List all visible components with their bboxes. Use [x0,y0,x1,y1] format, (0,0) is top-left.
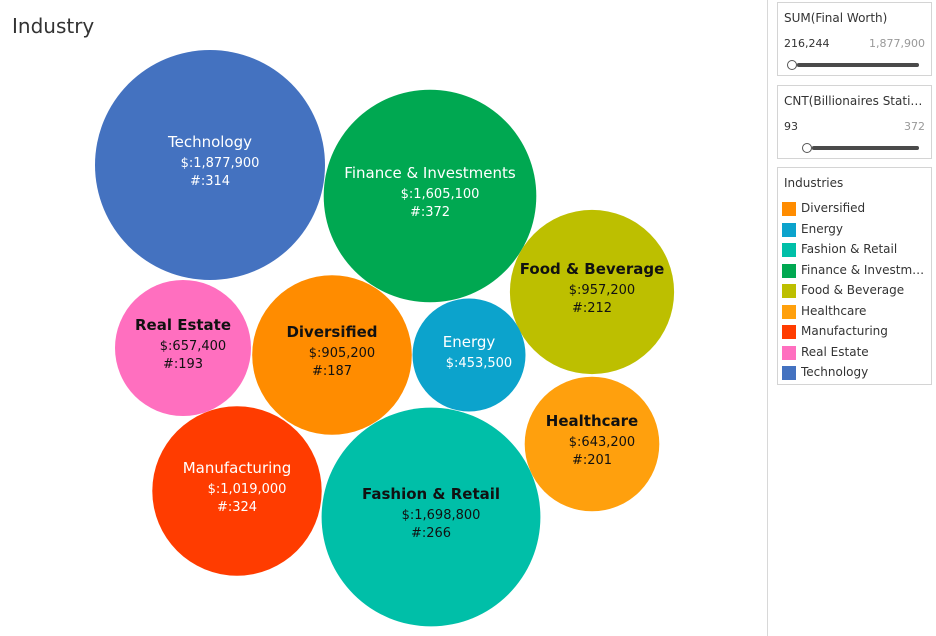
bubble-circle[interactable] [412,298,526,412]
bubble-value-label: $:1,019,000 [208,482,287,497]
bubble-label: Fashion & Retail [362,485,500,503]
bubble-value-label: $:1,877,900 [181,156,260,171]
legend-label: Energy [801,221,844,236]
bubble-circle[interactable] [509,209,675,375]
legend-swatch [782,263,796,278]
bubble-label: Real Estate [135,316,231,334]
bubble-circle[interactable] [321,407,541,627]
final-worth-slider[interactable] [787,60,919,70]
chart-panel: Industry Technology $:1,877,900 #:314 Finan… [0,0,768,636]
count-slider-range [812,146,919,150]
final-worth-min: 216,244 [784,37,830,50]
final-worth-filter-title: SUM(Final Worth) [784,11,888,25]
legend-swatch [782,222,796,237]
bubble-count-label: #:212 [572,301,612,316]
bubble-count-label: #:314 [190,174,230,189]
bubble-label: Energy [443,333,496,351]
bubble-label: Finance & Investments [344,164,516,182]
legend-swatch [782,202,796,216]
count-min: 93 [784,120,798,133]
bubble[interactable]: Energy $:453,500 [412,298,526,412]
bubble-circle[interactable] [95,50,325,280]
count-slider-handle[interactable] [802,143,812,153]
legend-item[interactable]: Finance & Investmen.. [778,262,931,283]
bubble-value-label: $:657,400 [160,339,226,354]
legend-label: Fashion & Retail [801,242,898,256]
count-filter: CNT(Billionaires Statist... 93 372 [777,85,932,159]
final-worth-max: 1,877,900 [869,37,925,50]
legend-item[interactable]: Energy [778,221,931,242]
legend-item[interactable]: Manufacturing [778,323,931,344]
bubble[interactable]: Healthcare $:643,200 #:201 [524,376,660,512]
legend-item[interactable]: Technology [778,364,931,385]
legend-swatch [782,304,796,319]
bubble-count-label: #:324 [217,500,257,515]
bubble-circle[interactable] [524,376,660,512]
bubble-circle[interactable] [152,406,322,576]
legend-item[interactable]: Fashion & Retail [778,241,931,262]
bubble-count-label: #:187 [312,364,352,379]
bubble-label: Food & Beverage [520,260,665,278]
legend-item[interactable]: Healthcare [778,303,931,324]
chart-title: Industry [12,14,95,38]
legend-swatch [782,284,796,298]
bubble[interactable]: Fashion & Retail $:1,698,800 #:266 [321,407,541,627]
final-worth-slider-handle[interactable] [787,60,797,70]
legend-label: Technology [801,365,869,379]
bubble-circle[interactable] [323,89,537,303]
bubble-label: Healthcare [546,412,638,430]
bubble-label: Technology [167,133,252,151]
count-slider[interactable] [802,143,919,153]
bubble[interactable]: Technology $:1,877,900 #:314 [95,50,325,280]
final-worth-slider-range [797,63,919,67]
legend-swatch [782,325,796,339]
bubble[interactable]: Diversified $:905,200 #:187 [252,275,412,435]
legend-label: Finance & Investmen.. [801,262,929,277]
legend-item[interactable]: Diversified [778,200,931,221]
legend-swatch [782,366,796,380]
bubble-value-label: $:1,698,800 [402,508,481,523]
final-worth-filter: SUM(Final Worth) 216,244 1,877,900 [777,2,932,76]
bubble-circle[interactable] [252,275,412,435]
legend-label: Diversified [801,201,866,215]
bubble-value-label: $:453,500 [446,356,512,371]
legend-swatch [782,345,796,360]
count-max: 372 [904,120,925,133]
count-range: 93 372 [778,120,931,136]
bubble[interactable]: Manufacturing $:1,019,000 #:324 [152,406,322,576]
bubble-label: Manufacturing [183,459,292,477]
legend-label: Real Estate [801,344,869,359]
legend-label: Manufacturing [801,324,888,338]
legend-label: Food & Beverage [801,283,905,297]
bubble[interactable]: Food & Beverage $:957,200 #:212 [509,209,675,375]
final-worth-range: 216,244 1,877,900 [778,37,931,53]
bubble-count-label: #:266 [411,526,451,541]
bubble-label: Diversified [286,323,377,341]
legend-item[interactable]: Real Estate [778,344,931,365]
bubble-value-label: $:957,200 [569,283,635,298]
legend-item[interactable]: Food & Beverage [778,282,931,303]
legend-swatch [782,243,796,257]
bubble[interactable]: Real Estate $:657,400 #:193 [115,280,251,416]
bubble-value-label: $:1,605,100 [401,187,480,202]
bubble-circle[interactable] [115,280,251,416]
bubble-count-label: #:372 [410,205,450,220]
bubble-value-label: $:643,200 [569,435,635,450]
bubble-value-label: $:905,200 [309,346,375,361]
bubble-chart[interactable]: Technology $:1,877,900 #:314 Finance & Inve… [0,0,768,636]
bubble[interactable]: Finance & Investments $:1,605,100 #:372 [323,89,537,303]
bubble-count-label: #:201 [572,453,612,468]
bubble-count-label: #:193 [163,357,203,372]
count-filter-title: CNT(Billionaires Statist... [784,94,926,108]
legend-title: Industries [784,176,844,190]
legend-label: Healthcare [801,303,867,318]
